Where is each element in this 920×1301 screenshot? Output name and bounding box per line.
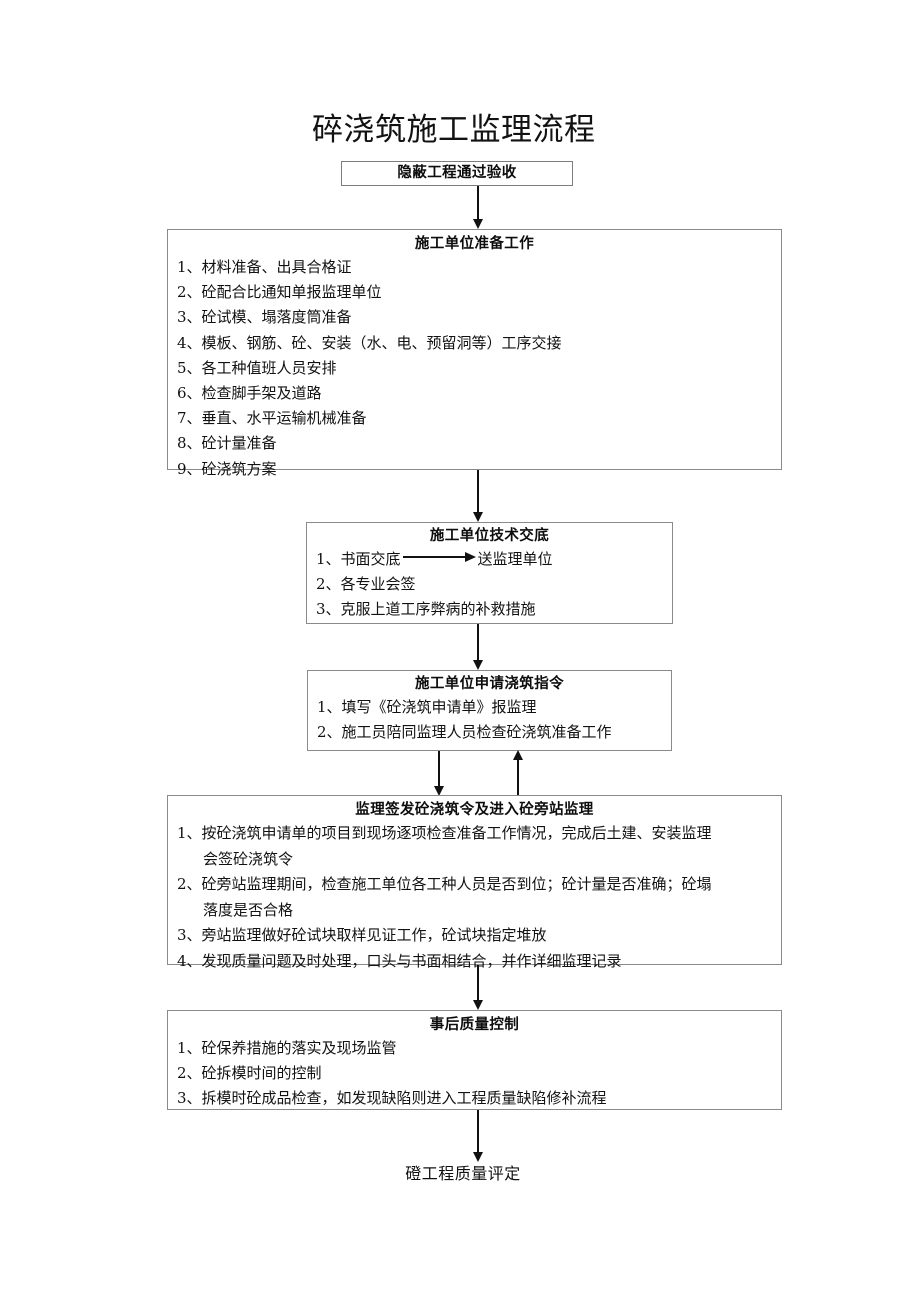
list-item: 1、砼保养措施的落实及现场监管 [177, 1039, 397, 1057]
list-item: 9、砼浇筑方案 [177, 459, 277, 478]
node-title: 施工单位准备工作 [414, 236, 535, 252]
node-item-list: 1、材料准备、出具合格证 2、砼配合比通知单报监理单位 3、砼试模、塌落度筒准备… [168, 255, 781, 482]
inline-arrow-icon [402, 552, 476, 562]
list-item: 2、砼旁站监理期间，检查施工单位各工种人员是否到位；砼计量是否准确；砼塌落度是否… [177, 872, 781, 923]
list-item: 2、各专业会签 [316, 575, 416, 593]
list-item-number: 1、 [177, 824, 202, 842]
list-item: 1、按砼浇筑申请单的项目到现场逐项检查准备工作情况，完成后土建、安装监理会签砼浇… [177, 821, 781, 872]
node-construction-unit-preparation: 施工单位准备工作 1、材料准备、出具合格证 2、砼配合比通知单报监理单位 3、砼… [167, 229, 782, 478]
list-item: 3、旁站监理做好砼试块取样见证工作，砼试块指定堆放 [177, 923, 781, 949]
node-post-quality-control: 事后质量控制 1、砼保养措施的落实及现场监管 2、砼拆模时间的控制 3、拆模时砼… [167, 1010, 782, 1110]
node-item-list: 1、按砼浇筑申请单的项目到现场逐项检查准备工作情况，完成后土建、安装监理会签砼浇… [168, 821, 781, 974]
node-item-list: 1、砼保养措施的落实及现场监管 2、砼拆模时间的控制 3、拆模时砼成品检查，如发… [168, 1036, 781, 1111]
list-item: 2、砼拆模时间的控制 [177, 1064, 322, 1082]
list-item: 7、垂直、水平运输机械准备 [177, 409, 367, 428]
list-item: 1、材料准备、出具合格证 [177, 258, 352, 276]
node-title: 施工单位技术交底 [429, 528, 550, 544]
list-item: 4、模板、钢筋、砼、安装（水、电、预留洞等）工序交接 [177, 333, 562, 352]
list-item-text: 发现质量问题及时处理，口头与书面相结合，并作详细监理记录 [201, 951, 622, 970]
list-item-text: 旁站监理做好砼试块取样见证工作，砼试块指定堆放 [201, 926, 547, 944]
node-request-pouring-instruction: 施工单位申请浇筑指令 1、填写《砼浇筑申请单》报监理 2、施工员陪同监理人员检查… [307, 670, 672, 751]
list-item-prefix: 1、书面交底 [316, 550, 401, 568]
start-node: 隐蔽工程通过验收 [341, 161, 573, 186]
node-title: 施工单位申请浇筑指令 [415, 676, 564, 692]
end-node-label: 磴工程质量评定 [405, 1164, 521, 1183]
list-item-number: 2、 [177, 875, 202, 893]
list-item: 1、填写《砼浇筑申请单》报监理 [317, 698, 537, 716]
node-title: 监理签发砼浇筑令及进入砼旁站监理 [355, 802, 594, 818]
list-item: 2、砼配合比通知单报监理单位 [177, 283, 382, 302]
node-supervisor-issue-pouring-order: 监理签发砼浇筑令及进入砼旁站监理 1、按砼浇筑申请单的项目到现场逐项检查准备工作… [167, 795, 782, 970]
list-item: 3、拆模时砼成品检查，如发现缺陷则进入工程质量缺陷修补流程 [177, 1089, 607, 1107]
node-title: 事后质量控制 [429, 1017, 520, 1033]
list-item: 4、发现质量问题及时处理，口头与书面相结合，并作详细监理记录 [177, 949, 781, 975]
list-item: 6、检查脚手架及道路 [177, 384, 322, 403]
list-item: 2、施工员陪同监理人员检查砼浇筑准备工作 [317, 723, 612, 741]
list-item: 8、砼计量准备 [177, 434, 277, 453]
list-item-number: 3、 [177, 926, 202, 944]
list-item: 3、砼试模、塌落度筒准备 [177, 308, 352, 327]
list-item-number: 4、 [177, 951, 202, 970]
start-node-label: 隐蔽工程通过验收 [397, 165, 517, 181]
list-item: 3、克服上道工序弊病的补救措施 [316, 600, 536, 618]
list-item: 5、各工种值班人员安排 [177, 358, 337, 377]
list-item-text: 按砼浇筑申请单的项目到现场逐项检查准备工作情况，完成后土建、安装监理 [201, 824, 712, 842]
node-item-list: 1、填写《砼浇筑申请单》报监理 2、施工员陪同监理人员检查砼浇筑准备工作 [308, 695, 671, 745]
node-item-list: 1、书面交底 送监理单位 2、各专业会签 3、克服上道工序弊病的补救措施 [307, 547, 672, 622]
list-item-text-continued: 会签砼浇筑令 [203, 849, 294, 868]
list-item: 1、书面交底 送监理单位 [316, 547, 672, 572]
page-title: 碎浇筑施工监理流程 [312, 112, 596, 148]
list-item-text-continued: 落度是否合格 [203, 900, 294, 919]
list-item-text: 砼旁站监理期间，检查施工单位各工种人员是否到位；砼计量是否准确；砼塌 [201, 875, 712, 893]
node-technical-disclosure: 施工单位技术交底 1、书面交底 送监理单位 2、各专业会签 3、克服上道工序弊病的… [306, 522, 673, 624]
list-item-suffix: 送监理单位 [477, 550, 553, 568]
